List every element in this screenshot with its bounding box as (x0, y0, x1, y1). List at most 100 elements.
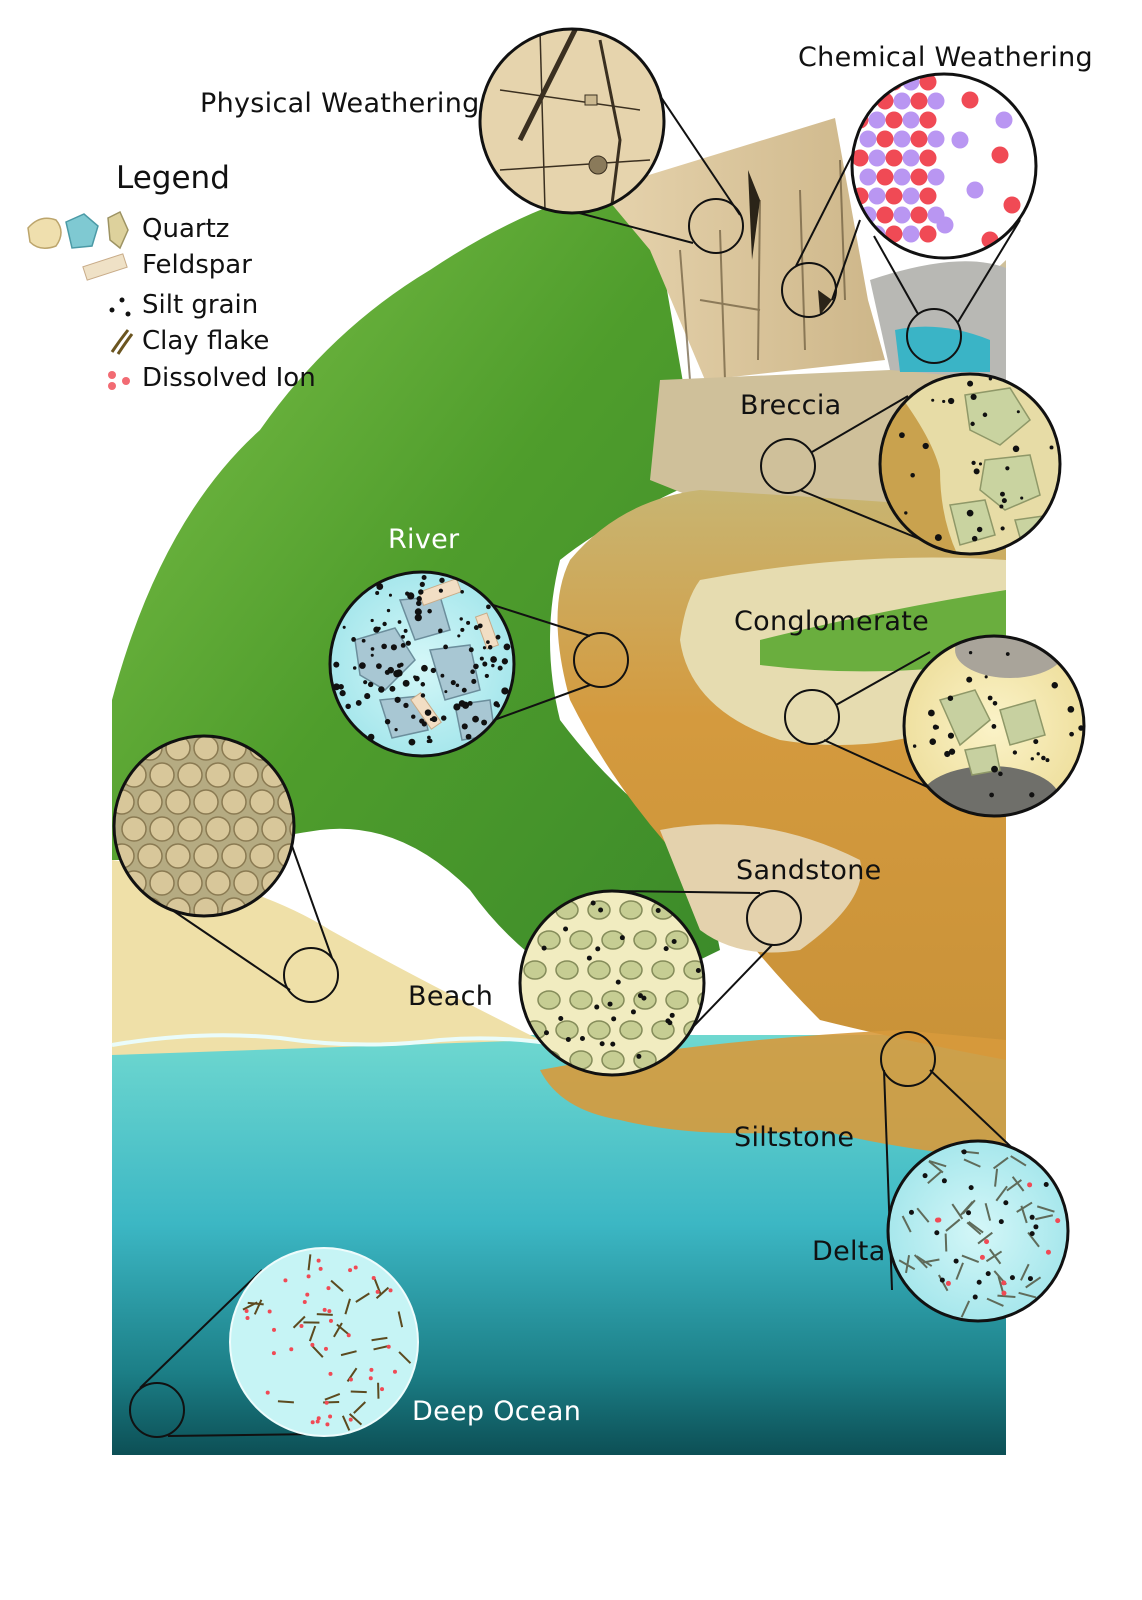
silt-grain (370, 653, 374, 657)
silt-grain (982, 412, 988, 418)
clay-flake (336, 1323, 350, 1336)
conglomerate-locator (784, 689, 840, 745)
ion-particle (876, 206, 894, 224)
quartz-grain (683, 960, 704, 980)
silt-grain (459, 617, 463, 621)
clay-flake (961, 1254, 980, 1263)
clay-flake (913, 1254, 928, 1269)
silt-grain (599, 1041, 605, 1047)
silt-grain (420, 693, 426, 698)
quartz-grain (249, 843, 275, 869)
clay-flake (307, 1254, 312, 1271)
silt-grain (441, 715, 447, 721)
clay-flake (311, 1344, 324, 1358)
silt-grain (493, 657, 497, 662)
quartz-grain (193, 843, 219, 869)
silt-grain (636, 1053, 642, 1059)
silt-grain (1069, 731, 1074, 737)
ion-particle (852, 74, 869, 91)
silt-grain (563, 926, 569, 932)
clay-flake (968, 1220, 984, 1234)
silt-grain (467, 700, 473, 706)
silt-grain (663, 946, 669, 952)
clay-flake (994, 1168, 999, 1187)
silt-grain (400, 634, 405, 639)
dissolved-ion (348, 1268, 353, 1273)
silt-grain (339, 690, 346, 697)
silt-grain (1029, 1231, 1035, 1237)
silt-grain (971, 460, 976, 465)
silt-grain (1012, 445, 1020, 453)
clay-flake (916, 1207, 930, 1223)
silt-grain (388, 593, 392, 597)
clay-flake (371, 1336, 388, 1342)
silt-grain (407, 592, 415, 600)
silt-grain (966, 1210, 972, 1216)
clay-flake (355, 1292, 370, 1303)
silt-grain (408, 738, 416, 746)
ion-particle (893, 130, 911, 148)
ion-particle (927, 130, 945, 148)
quartz-grain (233, 816, 259, 842)
dissolved-ion (348, 1377, 353, 1382)
quartz-grain (523, 960, 547, 980)
silt-grain (619, 935, 625, 941)
silt-grain (384, 718, 391, 725)
silt-grain (558, 1015, 564, 1021)
quartz-grain (137, 843, 163, 869)
quartz-grain (177, 762, 203, 788)
silt-grain (444, 690, 448, 694)
silt-grain (1051, 682, 1058, 689)
silt-grain (461, 687, 467, 693)
silt-grain (424, 709, 432, 716)
legend-quartz-icon (27, 210, 129, 250)
quartz-grain (205, 870, 231, 896)
ion-particle (876, 130, 894, 148)
silt-grain (421, 664, 428, 672)
quartz-grain (665, 930, 689, 950)
dissolved-ion (310, 1342, 315, 1347)
silt-grain (910, 472, 915, 478)
clay-flake (928, 1160, 944, 1174)
silt-grain (501, 658, 509, 665)
silt-grain (669, 1012, 675, 1018)
silt-grain (403, 628, 408, 633)
silt-grain (1000, 491, 1005, 497)
ion-particle (951, 131, 969, 149)
legend-title: Legend (116, 160, 230, 196)
silt-grain (931, 398, 935, 402)
silt-grain (466, 620, 471, 625)
clay-flake (921, 1258, 940, 1264)
clay-flake (986, 1297, 1004, 1307)
ion-particle (902, 111, 920, 129)
dissolved-ion (289, 1347, 294, 1352)
clay-flake (398, 1351, 412, 1364)
silt-grain (1067, 705, 1075, 713)
silt-grain (396, 663, 402, 668)
label-siltstone: Siltstone (734, 1122, 855, 1153)
chemical-weathering-locator-pool (906, 308, 962, 364)
silt-grain (443, 644, 448, 650)
silt-grain (985, 1271, 991, 1277)
silt-grain (465, 733, 472, 740)
quartz-grain (149, 816, 175, 842)
silt-grain (487, 645, 493, 650)
label-chemical-weathering: Chemical Weathering (798, 42, 1093, 73)
ion-particle (991, 146, 1009, 164)
legend-label-silt-grain: Silt grain (142, 290, 259, 320)
silt-grain (630, 1009, 636, 1015)
silt-grain (594, 1004, 600, 1010)
silt-grain (364, 693, 371, 700)
silt-grain (1001, 498, 1007, 504)
ion-particle (852, 149, 869, 167)
silt-grain (953, 1258, 959, 1264)
clay-flake (308, 1325, 317, 1342)
dissolved-ion (267, 1309, 272, 1314)
silt-grain (939, 1277, 945, 1283)
silt-grain (1029, 1214, 1035, 1220)
label-deep-ocean: Deep Ocean (412, 1396, 582, 1427)
dissolved-ion (368, 1376, 373, 1381)
silt-grain (503, 643, 511, 651)
silt-grain (438, 588, 444, 593)
silt-grain (427, 608, 432, 614)
